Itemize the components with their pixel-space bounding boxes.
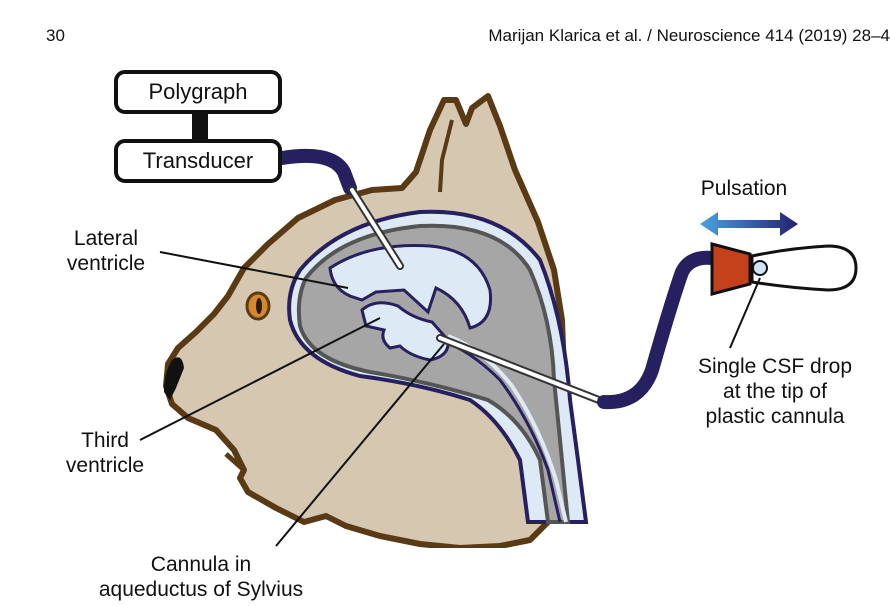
csf-drop-label-line3: plastic cannula xyxy=(705,405,845,428)
ear-inner-line xyxy=(438,119,454,193)
brain xyxy=(296,223,571,524)
transducer-label: Transducer xyxy=(142,148,254,173)
third-ventricle-label-line2: ventricle xyxy=(65,454,145,477)
pupil xyxy=(256,298,262,314)
third-ventricle-leader xyxy=(139,317,381,441)
mouth-line xyxy=(224,452,246,472)
pulsation-arrow xyxy=(700,212,798,236)
transducer-box: Transducer xyxy=(114,139,282,183)
lateral-ventricle-label-line1: Lateral xyxy=(73,227,139,250)
lateral-ventricle-label: Lateral ventricle xyxy=(54,226,158,276)
cannula-aqueduct-label-line2: aqueductus of Sylvius xyxy=(98,578,304,601)
citation: Marijan Klarica et al. / Neuroscience 41… xyxy=(488,26,890,45)
polygraph-label: Polygraph xyxy=(148,79,248,104)
csf-drop-label-line2: at the tip of xyxy=(723,380,827,403)
transducer-needle-core xyxy=(350,188,402,268)
lateral-ventricle-label-line2: ventricle xyxy=(66,252,146,275)
polygraph-box: Polygraph xyxy=(114,70,282,114)
cannula-aqueduct-label: Cannula in aqueductus of Sylvius xyxy=(70,552,332,602)
cannula-tubing xyxy=(597,250,719,410)
lateral-ventricle-leader xyxy=(159,251,349,289)
cannula-aqueduct-label-line1: Cannula in xyxy=(150,553,252,576)
csf-drop-leader xyxy=(729,277,761,349)
lateral-ventricle xyxy=(328,244,493,330)
plastic-cannula xyxy=(750,244,858,292)
page-number: 30 xyxy=(46,26,65,45)
csf-drop xyxy=(752,260,768,276)
third-ventricle-label: Third ventricle xyxy=(56,428,154,478)
cannula-aqueduct-leader xyxy=(275,343,445,547)
polygraph-transducer-connector xyxy=(192,114,208,139)
csf-drop-label-line1: Single CSF drop xyxy=(697,355,853,378)
aqueduct-cannula-core xyxy=(438,336,606,404)
csf-drop-label: Single CSF drop at the tip of plastic ca… xyxy=(668,354,882,429)
pulsation-label: Pulsation xyxy=(700,177,788,200)
third-ventricle-label-line1: Third xyxy=(81,429,129,452)
third-ventricle xyxy=(360,301,450,362)
transducer-tubing xyxy=(275,148,357,195)
neck-mask xyxy=(340,548,640,606)
cannula-cap xyxy=(710,242,752,296)
nose xyxy=(164,357,184,400)
